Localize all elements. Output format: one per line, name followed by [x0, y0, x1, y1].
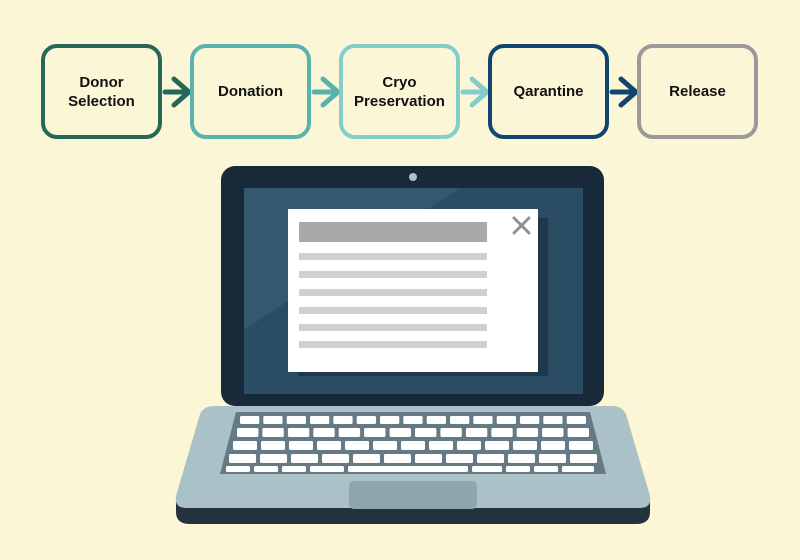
touchpad[interactable] [349, 481, 477, 509]
key [440, 428, 462, 437]
window-text-lines [299, 253, 487, 348]
arrow-right-icon [311, 76, 341, 108]
step-release: Release [637, 44, 758, 139]
key [566, 416, 586, 424]
key [356, 416, 376, 424]
key [380, 416, 400, 424]
step-cryo-preservation: Cryo Preservation [339, 44, 460, 139]
key [364, 428, 386, 437]
key [465, 428, 488, 437]
key [233, 441, 257, 450]
key [426, 416, 446, 424]
key [289, 441, 313, 450]
key [263, 416, 283, 424]
key [333, 416, 353, 424]
step-label: Donor Selection [68, 73, 135, 110]
key [313, 428, 335, 437]
close-icon[interactable] [512, 216, 531, 235]
key [472, 466, 502, 472]
step-donor-selection: Donor Selection [41, 44, 162, 139]
key [384, 454, 411, 463]
key [569, 441, 593, 450]
key [401, 441, 425, 450]
key [262, 428, 284, 437]
step-qarantine: Qarantine [488, 44, 609, 139]
key [415, 428, 437, 437]
key [457, 441, 481, 450]
arrow-right-icon [162, 76, 192, 108]
key [513, 441, 537, 450]
key [567, 428, 589, 437]
step-label: Donation [218, 83, 283, 100]
key [562, 466, 594, 472]
key [446, 454, 473, 463]
key [338, 428, 361, 437]
key [291, 454, 318, 463]
key [450, 416, 470, 424]
step-label: Cryo Preservation [354, 73, 445, 110]
key [286, 416, 306, 424]
text-line [299, 324, 487, 331]
key [534, 466, 558, 472]
key [506, 466, 530, 472]
key [282, 466, 306, 472]
key [226, 466, 250, 472]
window-title-bar [299, 222, 487, 242]
key [539, 454, 566, 463]
key [237, 428, 259, 437]
key [473, 416, 493, 424]
key [322, 454, 349, 463]
arrow-right-icon [460, 76, 490, 108]
space-bar [348, 466, 468, 472]
key [543, 416, 563, 424]
key [542, 428, 564, 437]
keyboard-keys [226, 416, 597, 472]
key [403, 416, 423, 424]
key [520, 416, 540, 424]
text-line [299, 307, 487, 314]
process-flowchart: Donor Selection Donation Cryo Preservati… [0, 0, 800, 160]
key [310, 416, 330, 424]
step-label: Qarantine [513, 83, 584, 100]
arrow-right-icon [609, 76, 639, 108]
key [541, 441, 565, 450]
key [345, 441, 369, 450]
text-line [299, 289, 487, 296]
key [389, 428, 411, 437]
key [485, 441, 509, 450]
key [477, 454, 504, 463]
key [240, 416, 260, 424]
key [254, 466, 278, 472]
key [310, 466, 344, 472]
step-donation: Donation [190, 44, 311, 139]
key [496, 416, 516, 424]
key [429, 441, 453, 450]
webcam-icon [409, 173, 417, 181]
key [570, 454, 597, 463]
key [317, 441, 341, 450]
text-line [299, 341, 487, 348]
text-line [299, 271, 487, 278]
text-line [299, 253, 487, 260]
key [229, 454, 256, 463]
key [353, 454, 380, 463]
key [415, 454, 442, 463]
key [261, 441, 285, 450]
key [373, 441, 397, 450]
key [260, 454, 287, 463]
key [508, 454, 535, 463]
key [287, 428, 310, 437]
step-label: Release [669, 83, 726, 100]
key [491, 428, 513, 437]
key [516, 428, 539, 437]
